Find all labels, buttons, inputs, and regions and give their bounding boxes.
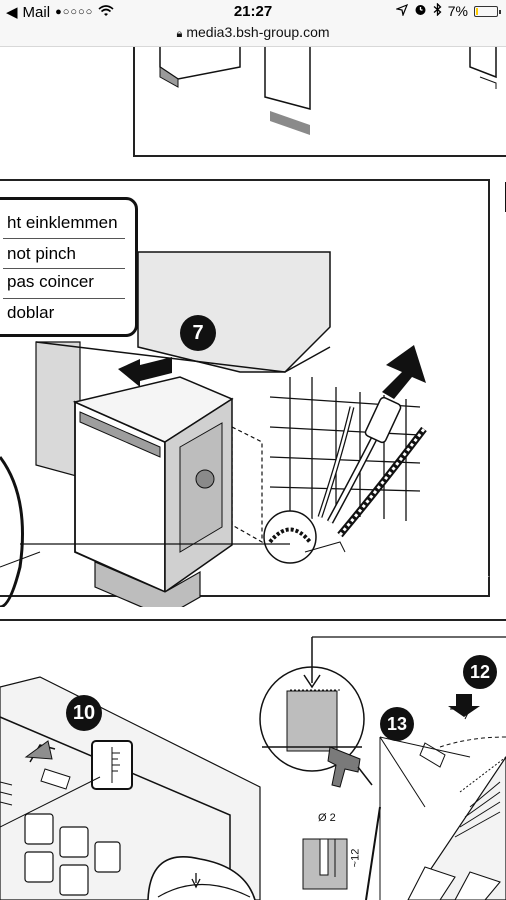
lock-icon: 🔒︎ bbox=[176, 28, 183, 40]
warning-line-de: ht einklemmen bbox=[7, 213, 118, 232]
warning-line-es: doblar bbox=[7, 303, 55, 322]
mounting-illustration bbox=[0, 636, 506, 900]
installation-panel-lower bbox=[0, 619, 506, 900]
battery-percent: 7% bbox=[447, 3, 468, 19]
step-number-badge: 7 bbox=[180, 315, 216, 351]
status-icons: 7% bbox=[394, 2, 501, 19]
warning-callout: ht einklemmen not pinch pas coincer dobl… bbox=[0, 197, 138, 337]
warning-line-en: not pinch bbox=[7, 244, 76, 263]
depth-label: ~12 bbox=[349, 848, 362, 868]
step-number-badge-lower-right-b: 13 bbox=[380, 707, 414, 741]
status-bar: ◀ Mail ●○○○○ 21:27 7% 🔒︎media3.bsh-group… bbox=[0, 0, 506, 47]
installation-panel-top bbox=[133, 47, 506, 157]
step-number-badge-lower-right-a: 12 bbox=[463, 655, 497, 689]
url-text: media3.bsh-group.com bbox=[186, 24, 330, 40]
installation-panel-middle bbox=[0, 179, 490, 597]
signal-icon: ●○○○○ bbox=[55, 6, 94, 18]
clock: 21:27 bbox=[233, 3, 273, 20]
bluetooth-icon bbox=[433, 2, 442, 19]
back-chevron-icon: ◀ bbox=[6, 4, 18, 21]
back-to-app[interactable]: ◀ Mail ●○○○○ bbox=[6, 3, 114, 21]
location-icon bbox=[394, 3, 408, 19]
address-bar[interactable]: 🔒︎media3.bsh-group.com bbox=[0, 24, 506, 41]
warning-line-fr: pas coincer bbox=[7, 272, 94, 291]
manual-page[interactable]: ht einklemmen not pinch pas coincer dobl… bbox=[0, 47, 506, 900]
diameter-label: Ø 2 bbox=[318, 812, 336, 824]
battery-icon bbox=[474, 5, 501, 17]
back-app-label: Mail bbox=[22, 3, 51, 21]
top-illustration bbox=[159, 47, 497, 135]
step-number-badge-lower-left: 10 bbox=[66, 695, 102, 731]
alarm-icon bbox=[414, 3, 427, 19]
battery-level bbox=[476, 7, 478, 15]
wifi-icon bbox=[98, 4, 114, 21]
